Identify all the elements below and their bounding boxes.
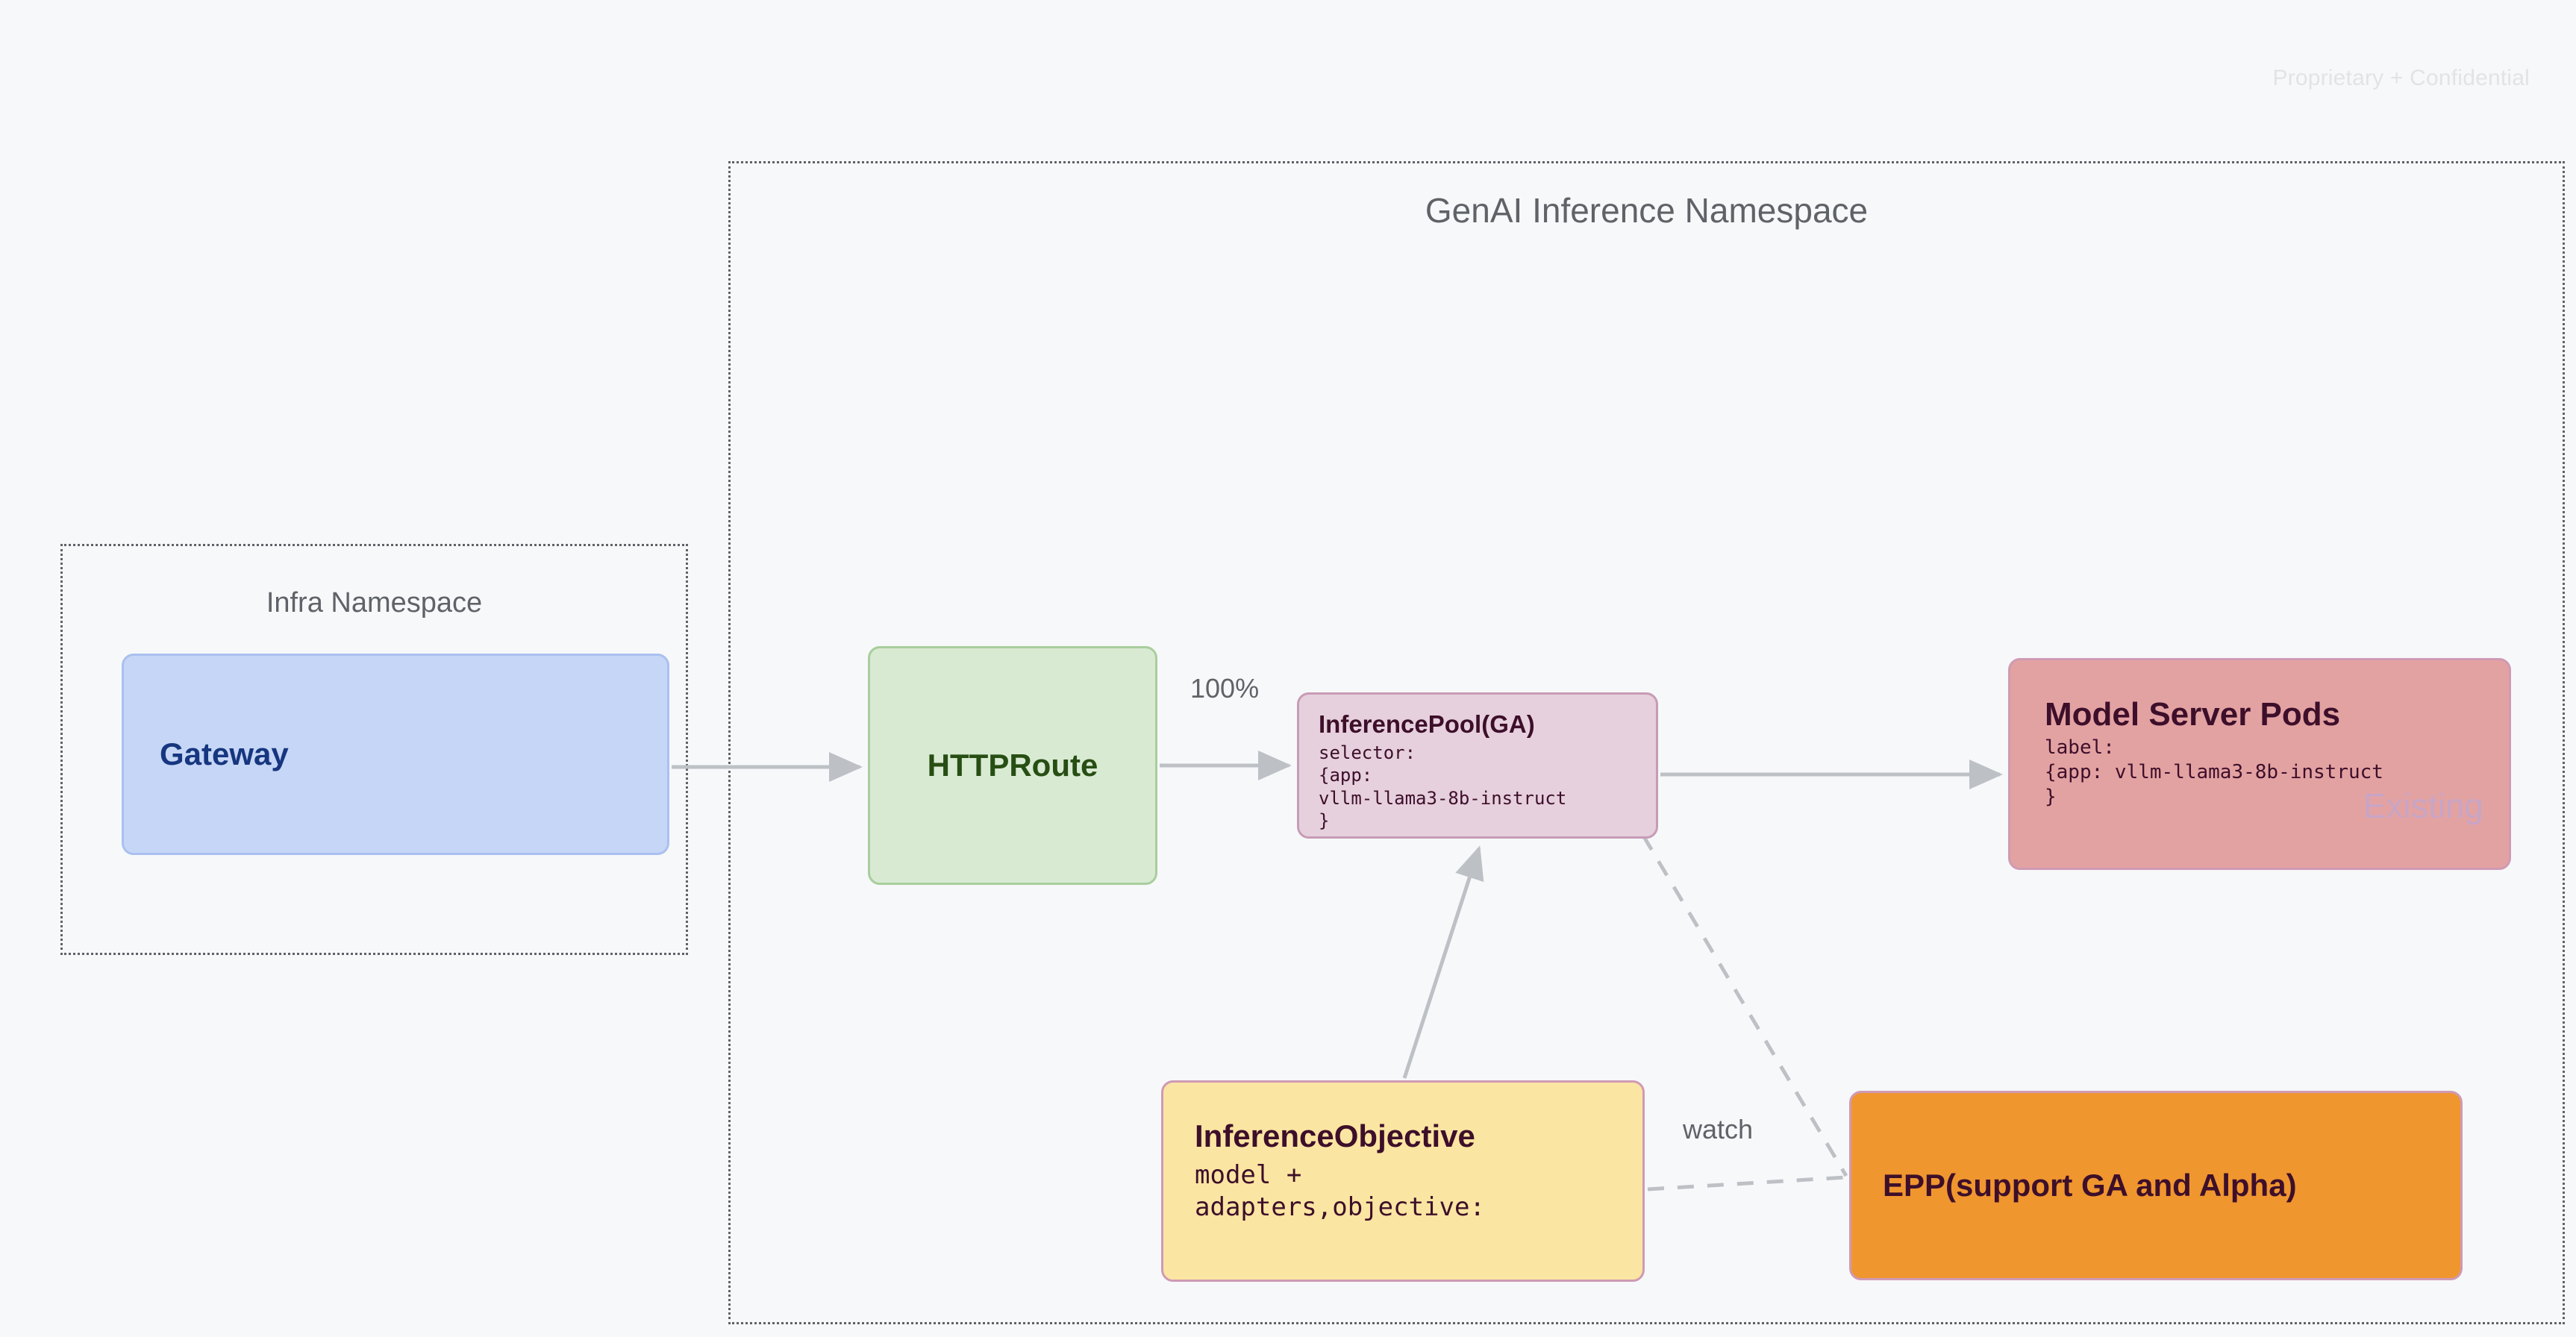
node-epp-title: EPP(support GA and Alpha): [1883, 1168, 2297, 1203]
edge-label-traffic-weight: 100%: [1190, 673, 1260, 704]
node-gateway-title: Gateway: [160, 736, 289, 772]
node-model-server-pods[interactable]: Model Server Pods label: {app: vllm-llam…: [2008, 658, 2511, 870]
node-httproute[interactable]: HTTPRoute: [868, 646, 1157, 885]
node-inferencepool-body: selector: {app: vllm-llama3-8b-instruct …: [1319, 742, 1567, 832]
node-model-server-pods-existing-stamp: Existing: [2363, 786, 2483, 825]
node-inference-objective-body: model + adapters,objective:: [1195, 1160, 1485, 1223]
edge-label-watch: watch: [1683, 1114, 1754, 1145]
node-inferencepool[interactable]: InferencePool(GA) selector: {app: vllm-l…: [1297, 692, 1658, 839]
node-gateway[interactable]: Gateway: [122, 654, 669, 855]
node-epp[interactable]: EPP(support GA and Alpha): [1849, 1091, 2463, 1280]
namespace-genai-inference-label: GenAI Inference Namespace: [1425, 191, 1869, 230]
namespace-infra: Infra Namespace: [60, 544, 688, 955]
node-model-server-pods-title: Model Server Pods: [2045, 696, 2341, 733]
node-inference-objective[interactable]: InferenceObjective model + adapters,obje…: [1161, 1080, 1645, 1282]
node-model-server-pods-body: label: {app: vllm-llama3-8b-instruct }: [2045, 736, 2383, 809]
node-httproute-title: HTTPRoute: [927, 748, 1098, 783]
confidential-watermark: Proprietary + Confidential: [2272, 66, 2530, 90]
node-inferencepool-title: InferencePool(GA): [1319, 710, 1535, 738]
namespace-genai-inference: GenAI Inference Namespace: [728, 161, 2565, 1324]
node-inference-objective-title: InferenceObjective: [1195, 1118, 1475, 1153]
namespace-infra-label: Infra Namespace: [266, 587, 483, 619]
